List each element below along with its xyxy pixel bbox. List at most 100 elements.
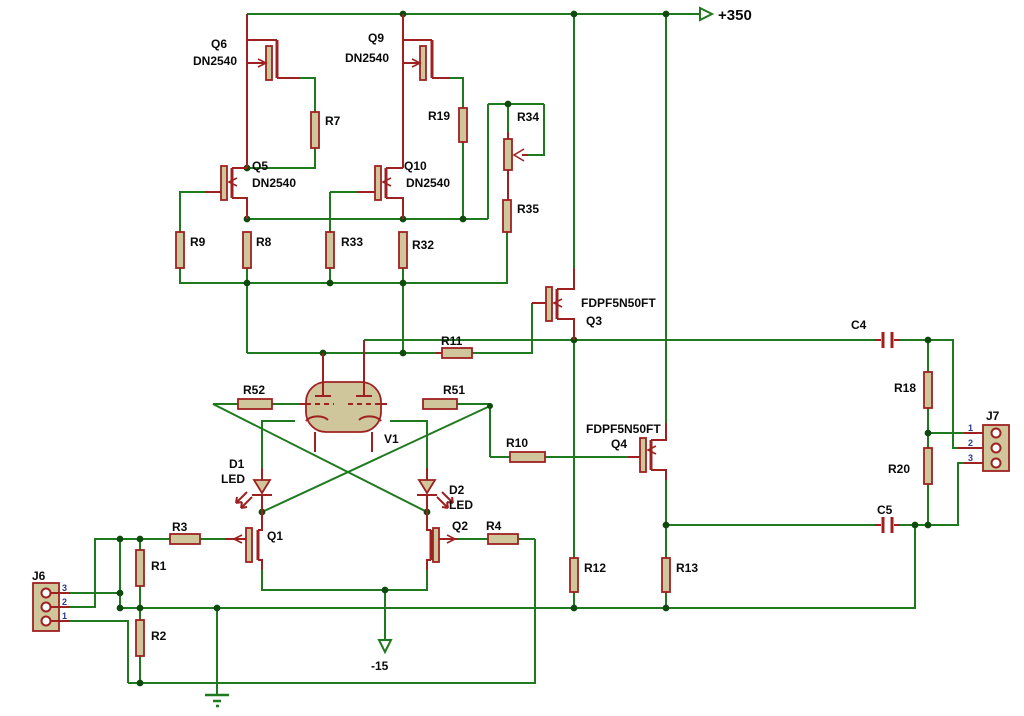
transistor-Q3-arrow-icon [552, 298, 563, 308]
resistor-R35-label: R35 [517, 202, 539, 216]
led-D1-emission-arrows-icon [235, 491, 253, 509]
vplus-supply: +350 [699, 6, 752, 24]
connector-J7-pin1-circle [990, 427, 1002, 439]
resistor-R2-label: R2 [151, 629, 167, 643]
transistor-Q4-ref-label: Q4 [611, 437, 627, 451]
resistor-R1: R1 [135, 549, 167, 587]
connector-J7-ref-label: J7 [986, 409, 1000, 423]
capacitor-C4-plates [881, 332, 894, 348]
resistor-R20: R20 [888, 447, 933, 485]
resistor-R51-body [422, 398, 458, 410]
resistor-R52-body [237, 398, 273, 410]
transistor-Q6-leads [246, 14, 300, 168]
potentiometer-R34: R34 [503, 110, 539, 200]
resistor-R32-label: R32 [412, 238, 434, 252]
resistor-R18-label: R18 [894, 381, 916, 395]
ground-symbol [205, 693, 229, 708]
tube-V1-plate-leads [322, 340, 365, 396]
transistor-Q5-leads [205, 167, 248, 219]
tube-V1-heater-pins [314, 432, 373, 452]
led-D2-type-label: LED [449, 498, 473, 512]
resistor-R2: R2 [135, 619, 167, 657]
resistor-R18: R18 [894, 371, 933, 409]
potentiometer-R34-leads [507, 132, 528, 200]
led-D1-ref-label: D1 [229, 457, 245, 471]
transistor-Q4-arrow-icon [646, 445, 657, 455]
led-D2-triangle [417, 479, 437, 495]
led-D2-ref-label: D2 [449, 483, 465, 497]
resistor-R1-body [135, 549, 145, 587]
connector-J7: 1 2 3 J7 [958, 409, 1010, 472]
potentiometer-R34-body [503, 138, 513, 171]
resistor-R33: R33 [325, 231, 363, 269]
resistor-R3: R3 [169, 520, 201, 545]
ground-icon [205, 693, 229, 708]
transistor-Q5-arrow-icon [227, 177, 238, 187]
resistor-R32-body [398, 231, 408, 269]
vminus-supply: -15 [371, 639, 393, 673]
transistor-Q4-gate-bar [639, 437, 647, 473]
transistor-Q4: FDPF5N50FT Q4 [586, 422, 667, 480]
connector-J6: 3 2 1 J6 [32, 569, 70, 632]
resistor-R52-label: R52 [243, 383, 265, 397]
resistor-R32: R32 [398, 231, 434, 269]
resistor-R10-body [509, 451, 546, 463]
resistor-R35-body [502, 199, 512, 233]
transistor-Q6-arrow-icon [257, 58, 268, 68]
transistor-Q10-gate-bar [374, 165, 382, 201]
resistor-R33-label: R33 [341, 235, 363, 249]
vplus-arrow-icon [699, 6, 715, 22]
connector-J7-pin3-number: 3 [968, 453, 973, 463]
vminus-label: -15 [371, 659, 389, 673]
led-D2-emission-arrows-icon [436, 491, 454, 509]
resistor-R12-body [569, 557, 579, 593]
resistor-R7-label: R7 [325, 114, 341, 128]
transistor-Q4-leads [628, 423, 667, 480]
transistor-Q3-part-label: FDPF5N50FT [581, 296, 656, 310]
transistor-Q1-ref-label: Q1 [267, 529, 283, 543]
resistor-R51: R51 [422, 383, 465, 410]
transistor-Q4-part-label: FDPF5N50FT [586, 422, 661, 436]
led-D1: D1 LED [221, 457, 272, 512]
transistor-Q6: Q6 DN2540 [193, 14, 300, 168]
resistor-R20-label: R20 [888, 462, 910, 476]
resistor-R2-body [135, 619, 145, 657]
transistor-Q9-part-label: DN2540 [345, 51, 389, 65]
transistor-Q10-part-label: DN2540 [406, 176, 450, 190]
resistor-R3-label: R3 [172, 520, 188, 534]
capacitor-C5-label: C5 [877, 503, 893, 517]
transistor-Q2: Q2 [426, 512, 468, 570]
capacitor-C4-label: C4 [851, 318, 867, 332]
resistor-R33-body [325, 231, 335, 269]
connector-J7-pin-leads [958, 432, 983, 464]
connector-J6-pin1-number: 1 [62, 611, 67, 621]
connector-J7-pin2-circle [990, 442, 1002, 454]
resistor-R7: R7 [310, 111, 341, 149]
connector-J6-ref-label: J6 [32, 569, 46, 583]
vminus-arrow-icon [377, 639, 393, 655]
connector-J6-pin-leads [50, 592, 70, 622]
resistor-R51-label: R51 [443, 383, 465, 397]
transistor-Q2-gate-bar [432, 527, 440, 563]
resistor-R10: R10 [506, 436, 546, 463]
resistor-R13-body [661, 557, 671, 593]
led-D2: D2 LED [417, 468, 473, 512]
transistor-Q1-arrow-icon [232, 534, 243, 544]
tube-V1-envelope [305, 381, 382, 433]
transistor-Q3-leads [532, 268, 575, 340]
resistor-R19: R19 [428, 107, 468, 143]
connector-J6-pin1-circle [40, 615, 52, 627]
transistor-Q10-ref-label: Q10 [404, 159, 427, 173]
capacitor-C5: C5 [875, 503, 900, 533]
resistor-R3-body [169, 533, 201, 545]
tube-V1-cathodes [305, 415, 382, 422]
transistor-Q6-part-label: DN2540 [193, 54, 237, 68]
potentiometer-R34-wiper-arrow-icon [512, 148, 525, 162]
resistor-R11-body [441, 347, 473, 359]
resistor-R35: R35 [502, 199, 539, 233]
resistor-R8-body [242, 231, 252, 269]
transistor-Q9-leads [402, 14, 450, 168]
resistor-R4-body [487, 533, 519, 545]
